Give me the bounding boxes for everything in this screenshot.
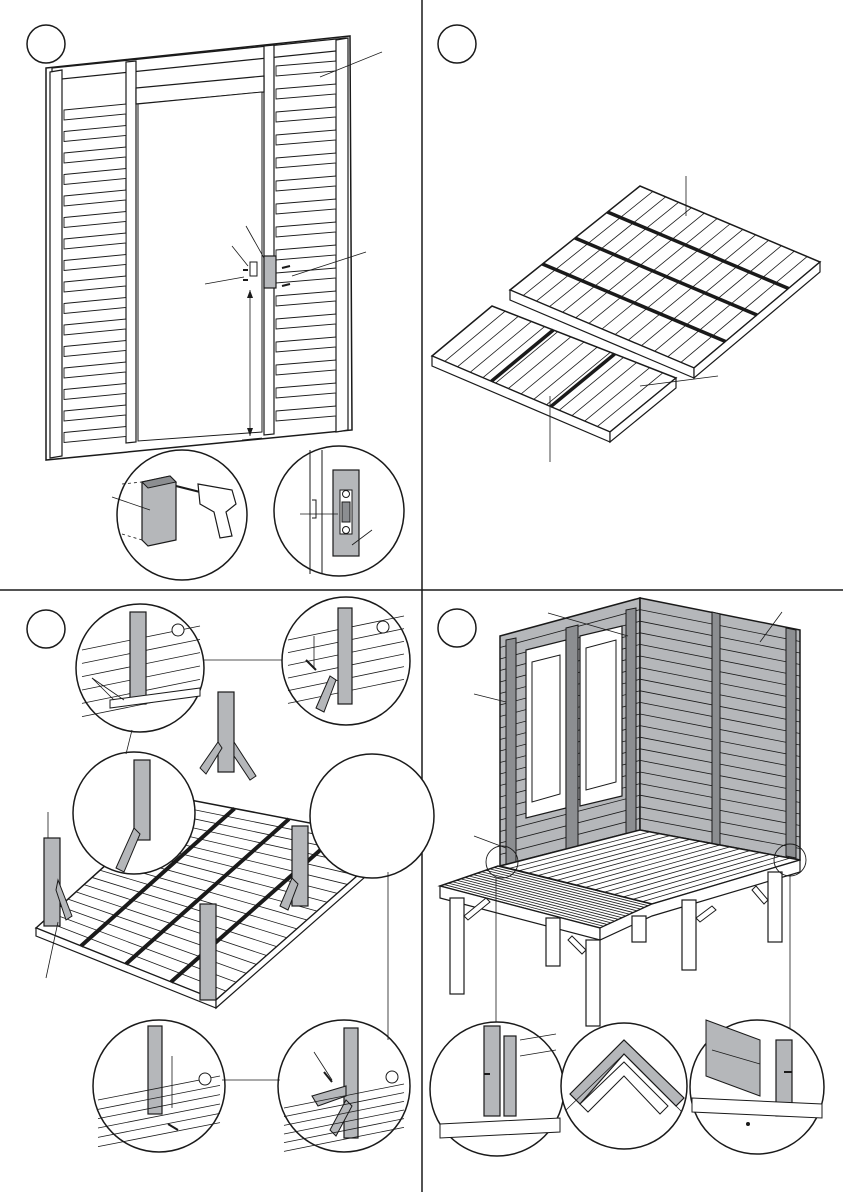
step-2-marker (438, 25, 476, 63)
step-4-marker (438, 609, 476, 647)
step-3-marker (27, 610, 65, 648)
step-3-panel (27, 597, 434, 1152)
step-1-marker (27, 25, 65, 63)
corner-walls (500, 598, 800, 868)
leg-detail-mid-right (310, 754, 434, 878)
wall-corner-detail-center (561, 1023, 687, 1149)
step-4-panel (430, 598, 824, 1156)
leg-detail-mid-left (73, 752, 195, 874)
step-2-panel (432, 25, 820, 462)
drill-detail-circle (112, 450, 247, 580)
step-1-panel (27, 25, 404, 580)
wall-base-detail-left (430, 1022, 564, 1156)
wall-base-detail-right (690, 1020, 824, 1154)
leg-detail-top-right (282, 597, 410, 725)
leg-detail-bottom-right (278, 1020, 410, 1152)
leg-detail-top-left (76, 604, 204, 732)
latch-detail-circle (274, 446, 404, 576)
deck-platform (440, 830, 806, 1026)
leg-detail-bottom-left (93, 1020, 225, 1152)
